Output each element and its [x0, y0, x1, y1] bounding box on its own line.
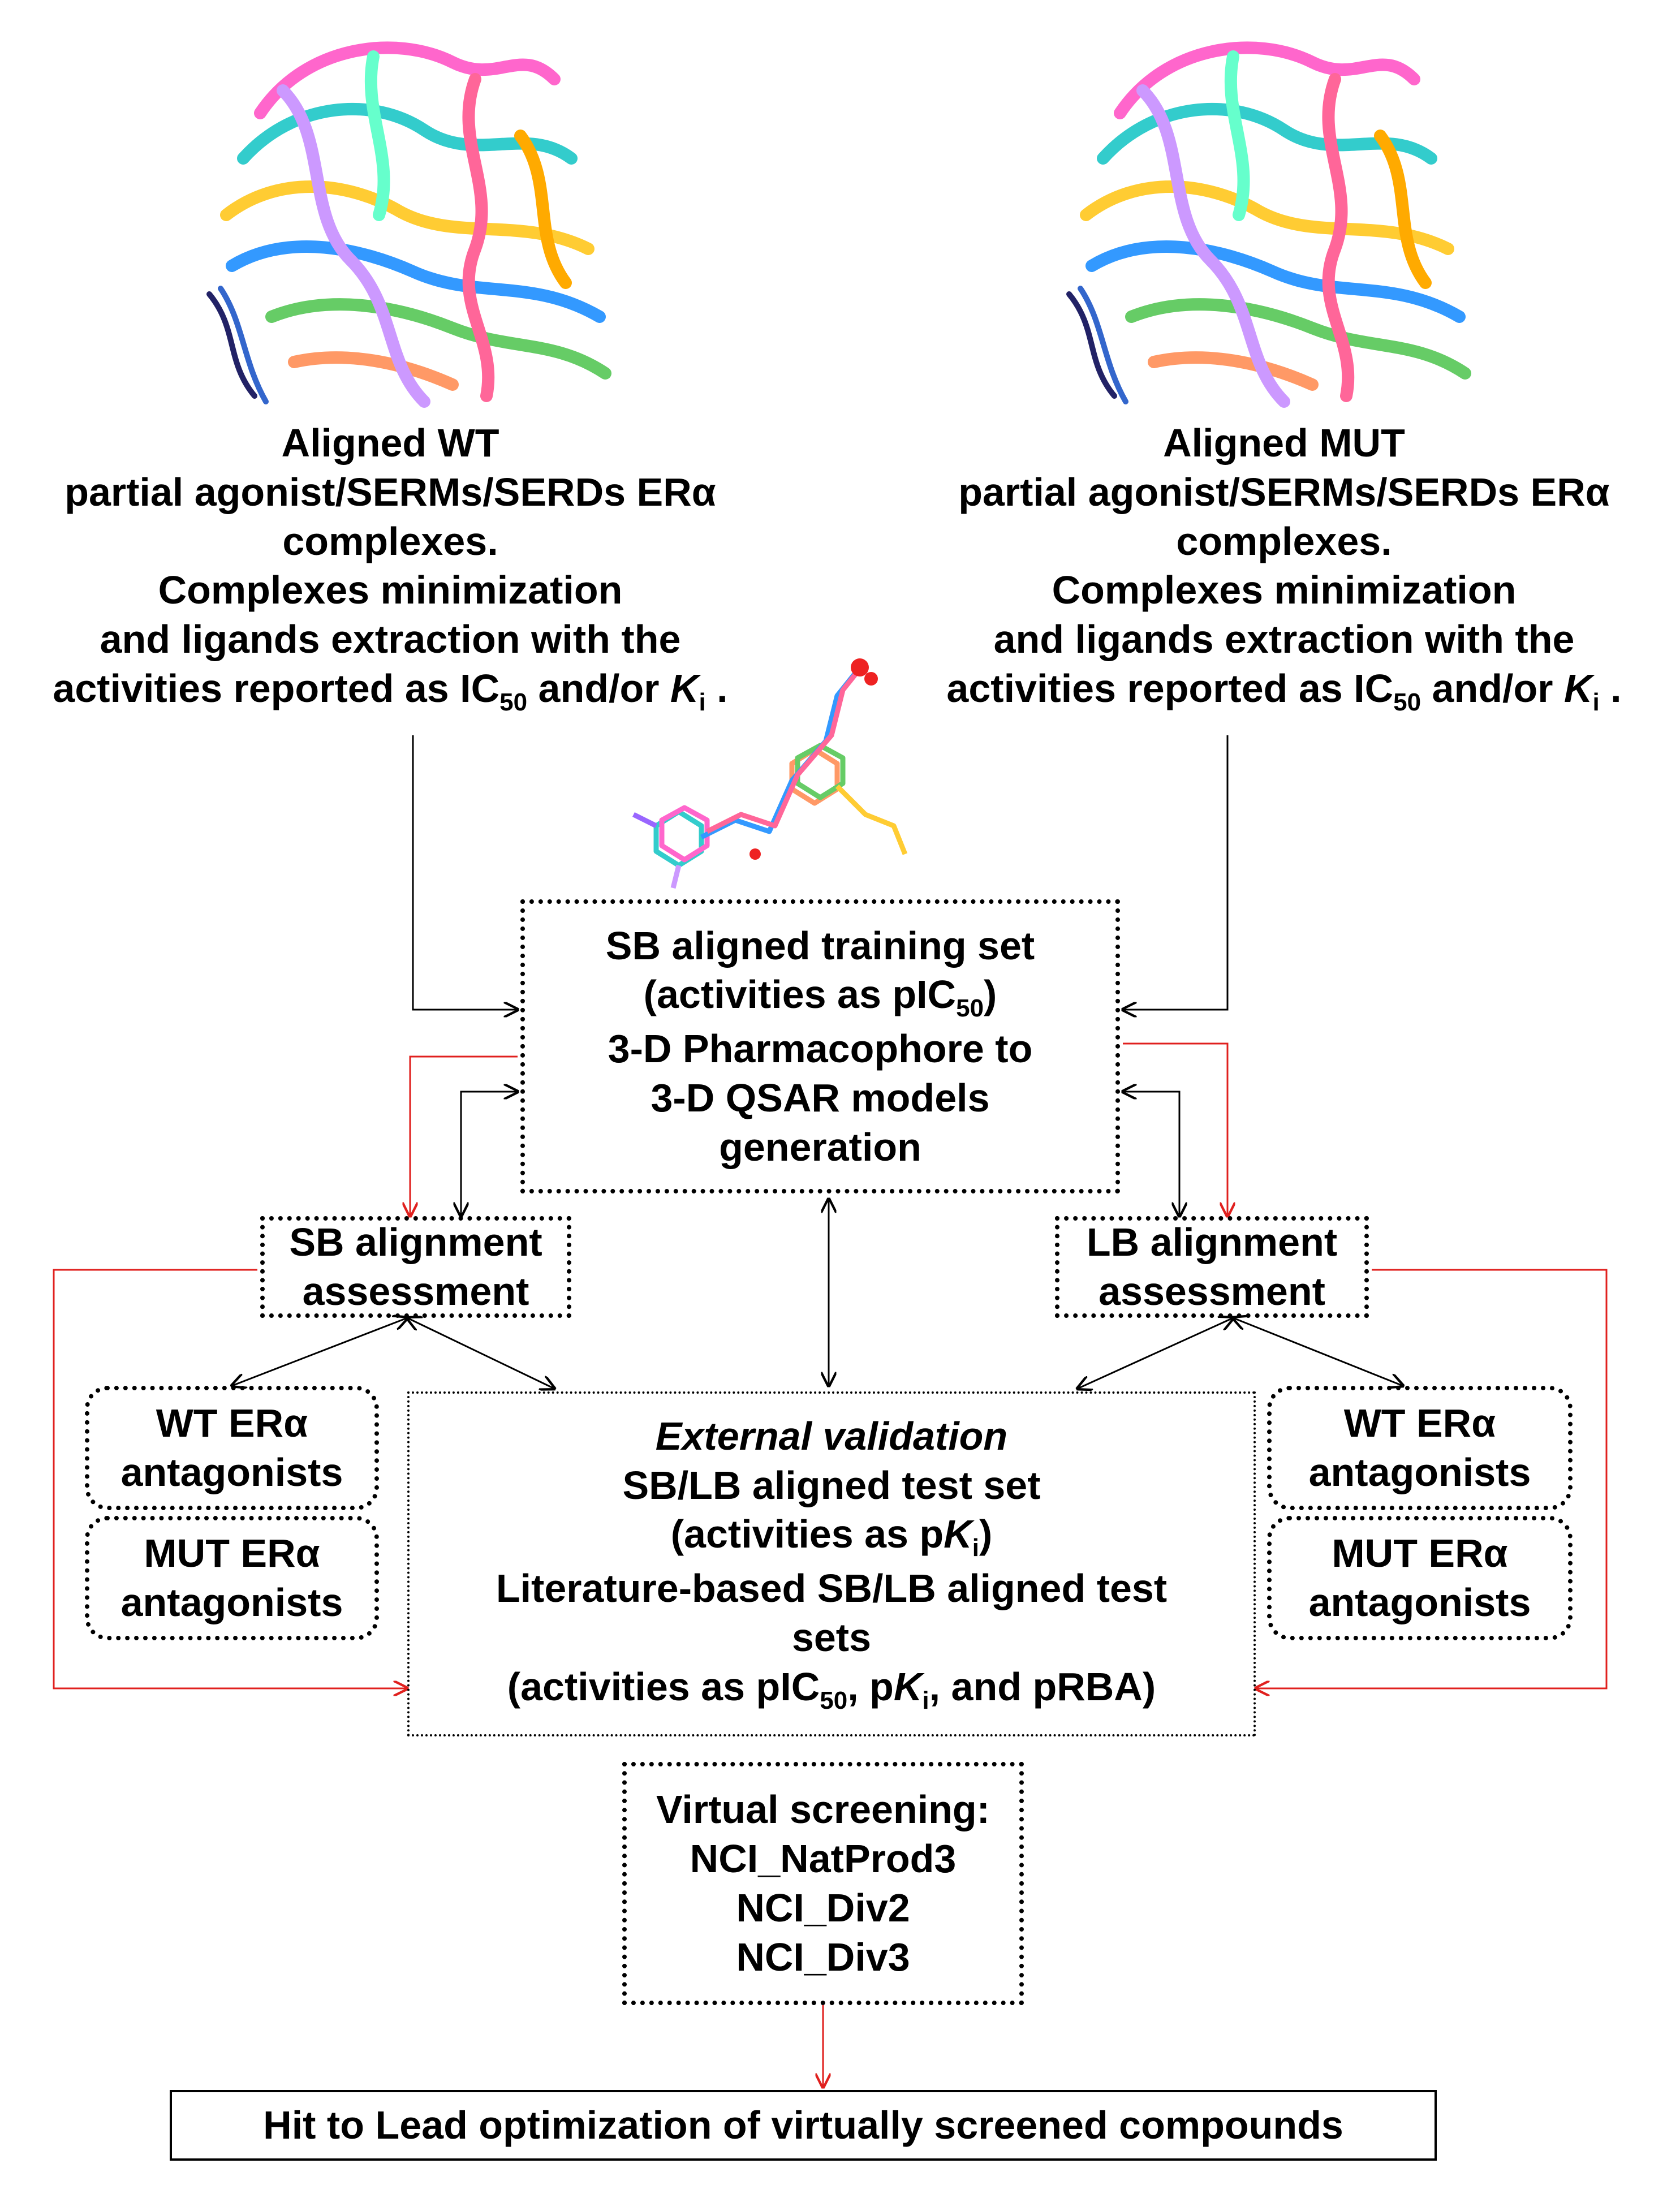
red-arrow-lb-loop: [1256, 1269, 1608, 1688]
training-line-3: 3-D Pharmacophore to: [608, 1026, 1033, 1071]
mut-line-6: activities reported as IC50 and/or Ki .: [946, 666, 1622, 716]
arrow-training-sb-assessment: [461, 1092, 518, 1216]
virtual-screening-item: NCI_NatProd3: [690, 1837, 957, 1881]
wt-antagonists-right-line-1: WT ERα: [1343, 1401, 1496, 1446]
mut-protein-structure-image: [1066, 41, 1471, 408]
mut-antagonists-left-line-2: antagonists: [120, 1580, 343, 1624]
wt-line-2: partial agonist/SERMs/SERDs ERα: [64, 469, 716, 514]
sb-assessment-line-2: assessment: [302, 1269, 529, 1313]
wt-line-6: activities reported as IC50 and/or Ki .: [53, 666, 728, 716]
mut-antagonists-right-line-2: antagonists: [1308, 1580, 1531, 1624]
virtual-screening-item: NCI_Div2: [736, 1886, 910, 1930]
external-validation-line-2: SB/LB aligned test set: [622, 1463, 1041, 1507]
arrow-wt-to-training: [412, 735, 518, 1010]
virtual-screening-box: Virtual screening: NCI_NatProd3 NCI_Div2…: [622, 1762, 1024, 2005]
lb-assessment-line-1: LB alignment: [1086, 1220, 1338, 1265]
arrow-lb-assessment-wt-right: [1233, 1318, 1403, 1386]
hit-to-lead-label: Hit to Lead optimization of virtually sc…: [263, 2103, 1343, 2148]
arrow-mut-to-training: [1123, 735, 1229, 1010]
virtual-screening-item: NCI_Div3: [736, 1934, 910, 1979]
red-arrow-training-sb-assessment: [410, 1055, 518, 1216]
sb-alignment-assessment-box: SB alignment assessment: [260, 1216, 571, 1318]
wt-antagonists-left-box: WT ERα antagonists: [85, 1386, 379, 1510]
wt-description: Aligned WT partial agonist/SERMs/SERDs E…: [11, 419, 769, 718]
red-arrow-sb-loop: [53, 1269, 407, 1688]
lb-alignment-assessment-box: LB alignment assessment: [1055, 1216, 1369, 1318]
wt-line-4: Complexes minimization: [158, 568, 623, 613]
mut-line-2: partial agonist/SERMs/SERDs ERα: [958, 469, 1610, 514]
wt-antagonists-left-line-2: antagonists: [120, 1450, 343, 1494]
training-line-4: 3-D QSAR models: [651, 1075, 990, 1120]
arrow-sb-assessment-external: [407, 1318, 554, 1389]
mut-line-5: and ligands extraction with the: [993, 617, 1575, 662]
external-validation-line-6: (activities as pIC50, pKi, and pRBA): [507, 1664, 1156, 1714]
mut-description: Aligned MUT partial agonist/SERMs/SERDs …: [894, 419, 1674, 718]
training-line-1: SB aligned training set: [605, 923, 1035, 968]
wt-line-5: and ligands extraction with the: [100, 617, 681, 662]
arrow-sb-assessment-wt-left: [232, 1318, 407, 1386]
training-line-2: (activities as pIC50): [643, 972, 997, 1023]
arrow-lb-assessment-external: [1078, 1318, 1233, 1389]
mut-antagonists-left-box: MUT ERα antagonists: [85, 1516, 379, 1640]
wt-antagonists-left-line-1: WT ERα: [156, 1401, 308, 1446]
training-set-box: SB aligned training set (activities as p…: [520, 899, 1120, 1193]
external-validation-line-4: Literature-based SB/LB aligned test: [496, 1566, 1168, 1610]
mut-antagonists-left-line-1: MUT ERα: [144, 1531, 320, 1576]
wt-protein-structure-image: [206, 41, 611, 408]
aligned-ligands-image: [632, 658, 908, 889]
mut-antagonists-right-box: MUT ERα antagonists: [1267, 1516, 1573, 1640]
external-validation-line-5: sets: [791, 1615, 872, 1660]
virtual-screening-title: Virtual screening:: [656, 1787, 990, 1832]
hit-to-lead-box: Hit to Lead optimization of virtually sc…: [170, 2090, 1437, 2161]
mut-antagonists-right-line-1: MUT ERα: [1332, 1531, 1508, 1576]
arrow-training-lb-assessment: [1123, 1092, 1179, 1216]
mut-line-1: Aligned MUT: [1163, 421, 1405, 465]
wt-line-1: Aligned WT: [281, 421, 499, 465]
external-validation-title: External validation: [655, 1413, 1008, 1458]
lb-assessment-line-2: assessment: [1099, 1269, 1325, 1313]
wt-line-3: complexes.: [282, 519, 498, 563]
red-arrow-training-lb-assessment: [1123, 1042, 1227, 1216]
external-validation-box: External validation SB/LB aligned test s…: [407, 1391, 1256, 1736]
sb-assessment-line-1: SB alignment: [289, 1220, 542, 1265]
wt-antagonists-right-box: WT ERα antagonists: [1267, 1386, 1573, 1510]
mut-line-3: complexes.: [1176, 519, 1392, 563]
external-validation-line-3: (activities as pKi): [670, 1512, 993, 1562]
training-line-5: generation: [719, 1124, 921, 1169]
wt-antagonists-right-line-2: antagonists: [1308, 1450, 1531, 1494]
mut-line-4: Complexes minimization: [1052, 568, 1517, 613]
